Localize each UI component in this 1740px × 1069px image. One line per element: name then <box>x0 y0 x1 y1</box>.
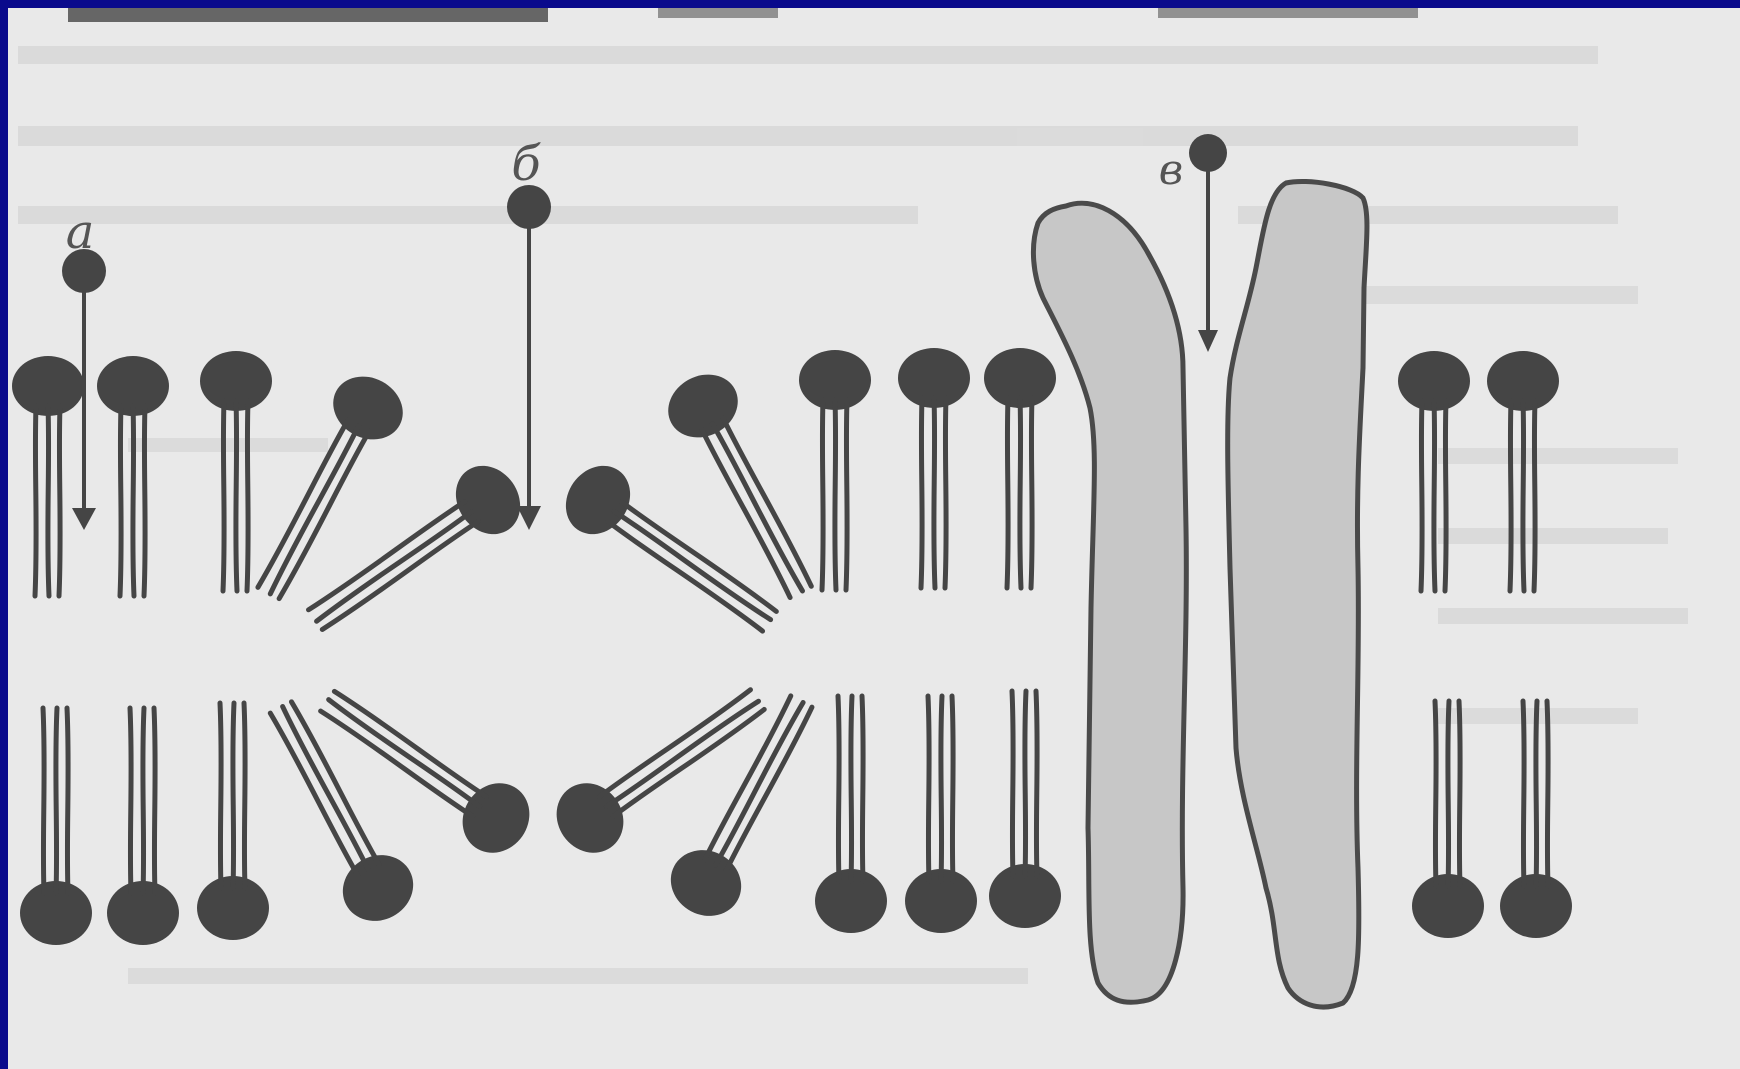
paper-sheet: а б в <box>8 8 1740 1069</box>
membrane-diagram: а б в <box>8 8 1740 1069</box>
lipid-lower-tilted-1 <box>250 690 425 933</box>
label-a: а <box>66 204 95 260</box>
lipid-upper-4 <box>799 350 871 590</box>
lipid-lower-8 <box>1500 701 1572 938</box>
lipid-lower-6 <box>989 691 1061 928</box>
lipid-lower-1 <box>20 708 92 945</box>
lipid-upper-1 <box>12 356 84 596</box>
lipid-upper-3 <box>200 351 272 591</box>
molecule-b-arrow <box>507 185 551 530</box>
lipid-upper-7 <box>1398 351 1470 591</box>
lipid-upper-tilted-2 <box>657 363 833 609</box>
lipid-lower-2 <box>107 708 179 945</box>
label-b: б <box>511 136 541 192</box>
lipid-upper-2 <box>97 356 169 596</box>
lipid-lower-4 <box>815 696 887 933</box>
protein-subunit-right <box>1228 181 1367 1007</box>
lipid-upper-5 <box>898 348 970 588</box>
label-c: в <box>1159 145 1183 194</box>
lipid-upper-8 <box>1487 351 1559 591</box>
lipid-lower-7 <box>1412 701 1484 938</box>
lipid-upper-6 <box>984 348 1056 588</box>
lipid-lower-5 <box>905 696 977 933</box>
molecule-c-arrow <box>1189 134 1227 352</box>
lipid-lower-3 <box>197 703 269 940</box>
lipid-pore-left-lower <box>307 671 542 866</box>
